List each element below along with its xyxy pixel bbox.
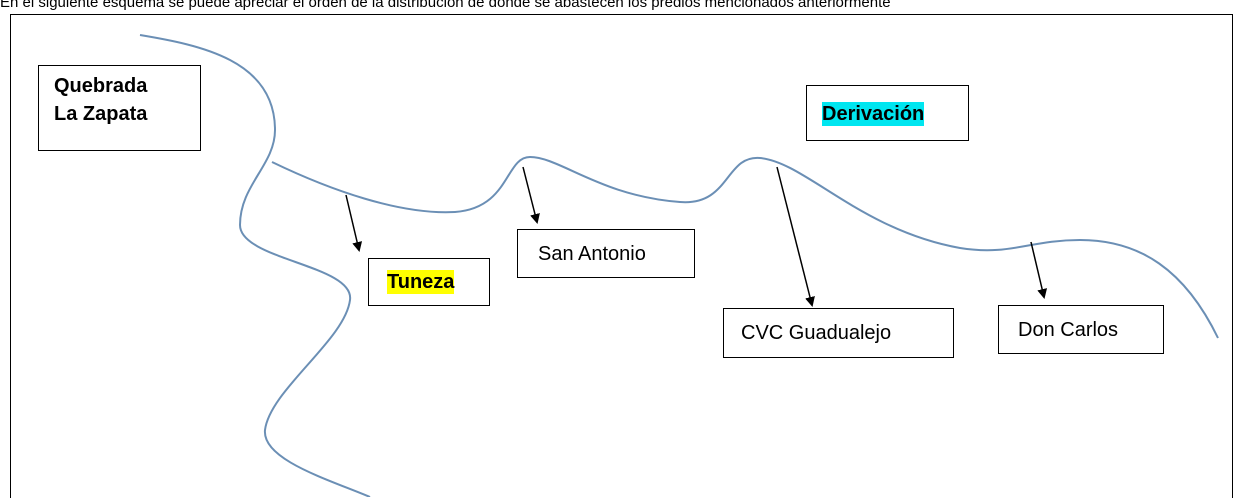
node-tuneza: Tuneza [368, 258, 490, 306]
arrow-to-cvc-guadualejo [776, 166, 815, 307]
node-san-antonio: San Antonio [517, 229, 695, 278]
arrow-to-don-carlos [1030, 241, 1048, 299]
tuneza-label: Tuneza [387, 270, 455, 294]
cvc-guadualejo-label: CVC Guadualejo [741, 322, 892, 344]
river-line [271, 155, 1219, 339]
arrow-to-tuneza [345, 194, 363, 252]
node-derivacion: Derivación [806, 85, 969, 141]
node-cvc-guadualejo: CVC Guadualejo [723, 308, 954, 358]
node-quebrada-la-zapata: Quebrada La Zapata [38, 65, 201, 151]
node-don-carlos: Don Carlos [998, 305, 1164, 354]
san-antonio-label: San Antonio [538, 243, 646, 265]
quebrada-label-line1: Quebrada [54, 75, 148, 97]
derivacion-label: Derivación [822, 102, 925, 126]
don-carlos-label: Don Carlos [1018, 319, 1119, 341]
quebrada-label-line2: La Zapata [54, 103, 148, 125]
caption-text: En el siguiente esquema se puede aprecia… [0, 0, 891, 11]
quebrada-stream-line [139, 34, 371, 497]
diagram-frame [10, 14, 1233, 498]
arrow-to-san-antonio [522, 166, 540, 224]
